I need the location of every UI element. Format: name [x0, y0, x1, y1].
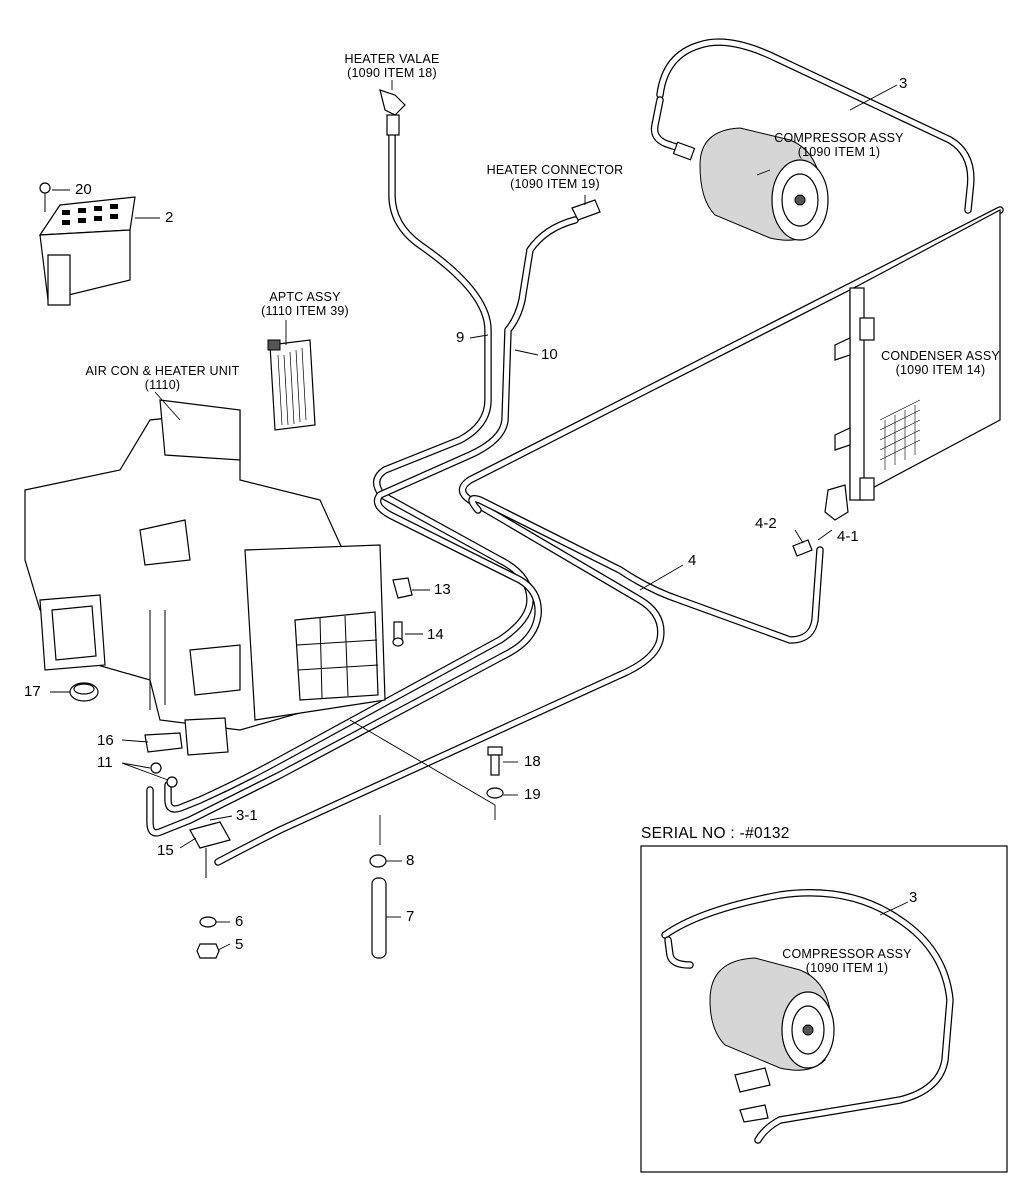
callout-10: 10 — [541, 346, 558, 363]
condenser — [824, 209, 1001, 521]
callout-4-2: 4-2 — [755, 515, 777, 532]
condenser-label: CONDENSER ASSY(1090 ITEM 14) — [881, 349, 1000, 377]
nut-5 — [196, 943, 220, 959]
callout-15: 15 — [157, 842, 174, 859]
inset-compressor-label: COMPRESSOR ASSY(1090 ITEM 1) — [782, 947, 912, 975]
aptc-assy — [267, 339, 316, 431]
callout-11: 11 — [97, 754, 113, 771]
heater-valve — [379, 89, 406, 136]
heater-connector-label: HEATER CONNECTOR(1090 ITEM 19) — [486, 163, 624, 191]
aptc-label: APTC ASSY(1110 ITEM 39) — [261, 290, 349, 318]
callout-3: 3 — [899, 75, 908, 92]
callout-14: 14 — [427, 626, 444, 643]
clamp-8 — [369, 854, 387, 868]
callout-7: 7 — [406, 908, 415, 925]
heater-connector — [571, 199, 601, 221]
washer-6 — [199, 916, 217, 928]
control-panel — [38, 182, 136, 306]
grommet-16 — [144, 732, 183, 753]
callout-4: 4 — [688, 552, 697, 569]
callout-8: 8 — [406, 852, 415, 869]
hose-10 — [146, 216, 579, 837]
seal-17 — [69, 682, 99, 702]
callout-6: 6 — [235, 913, 244, 930]
callout-3-1: 3-1 — [236, 807, 258, 824]
inset-leader-3 — [879, 901, 909, 916]
callout-4-1: 4-1 — [837, 528, 859, 545]
callout-17: 17 — [24, 683, 41, 700]
callout-19: 19 — [524, 786, 541, 803]
callout-20: 20 — [75, 181, 92, 198]
line-4 — [214, 206, 1004, 866]
inset-bracket — [734, 1067, 771, 1123]
hose-7 — [371, 877, 387, 959]
bracket-15 — [189, 821, 231, 878]
clamps-11 — [150, 762, 178, 788]
aircon-unit-label: AIR CON & HEATER UNIT(1110) — [85, 364, 240, 392]
line-3 — [650, 38, 975, 214]
callout-2: 2 — [165, 209, 174, 226]
compressor-label: COMPRESSOR ASSY(1090 ITEM 1) — [774, 131, 904, 159]
callout-16: 16 — [97, 732, 114, 749]
washer-19 — [486, 787, 504, 799]
inset-line-3 — [661, 889, 954, 1144]
leader-lines — [50, 80, 898, 951]
bracket-13 — [392, 577, 413, 599]
inset-compressor — [709, 957, 835, 1071]
callout-13: 13 — [434, 581, 451, 598]
callout-18: 18 — [524, 753, 541, 770]
heater-valve-label: HEATER VALAE(1090 ITEM 18) — [344, 52, 440, 80]
callout-9: 9 — [456, 329, 465, 346]
bolt-18 — [487, 746, 503, 776]
serial-number: SERIAL NO : -#0132 — [641, 825, 790, 842]
compressor-main — [672, 127, 829, 241]
callout-5: 5 — [235, 936, 244, 953]
callout-3-inset: 3 — [909, 889, 918, 906]
aircon-heater-unit — [24, 399, 386, 756]
fitting-4-2 — [792, 539, 813, 557]
bolt-14 — [392, 621, 404, 647]
inset-frame — [640, 845, 1008, 1173]
